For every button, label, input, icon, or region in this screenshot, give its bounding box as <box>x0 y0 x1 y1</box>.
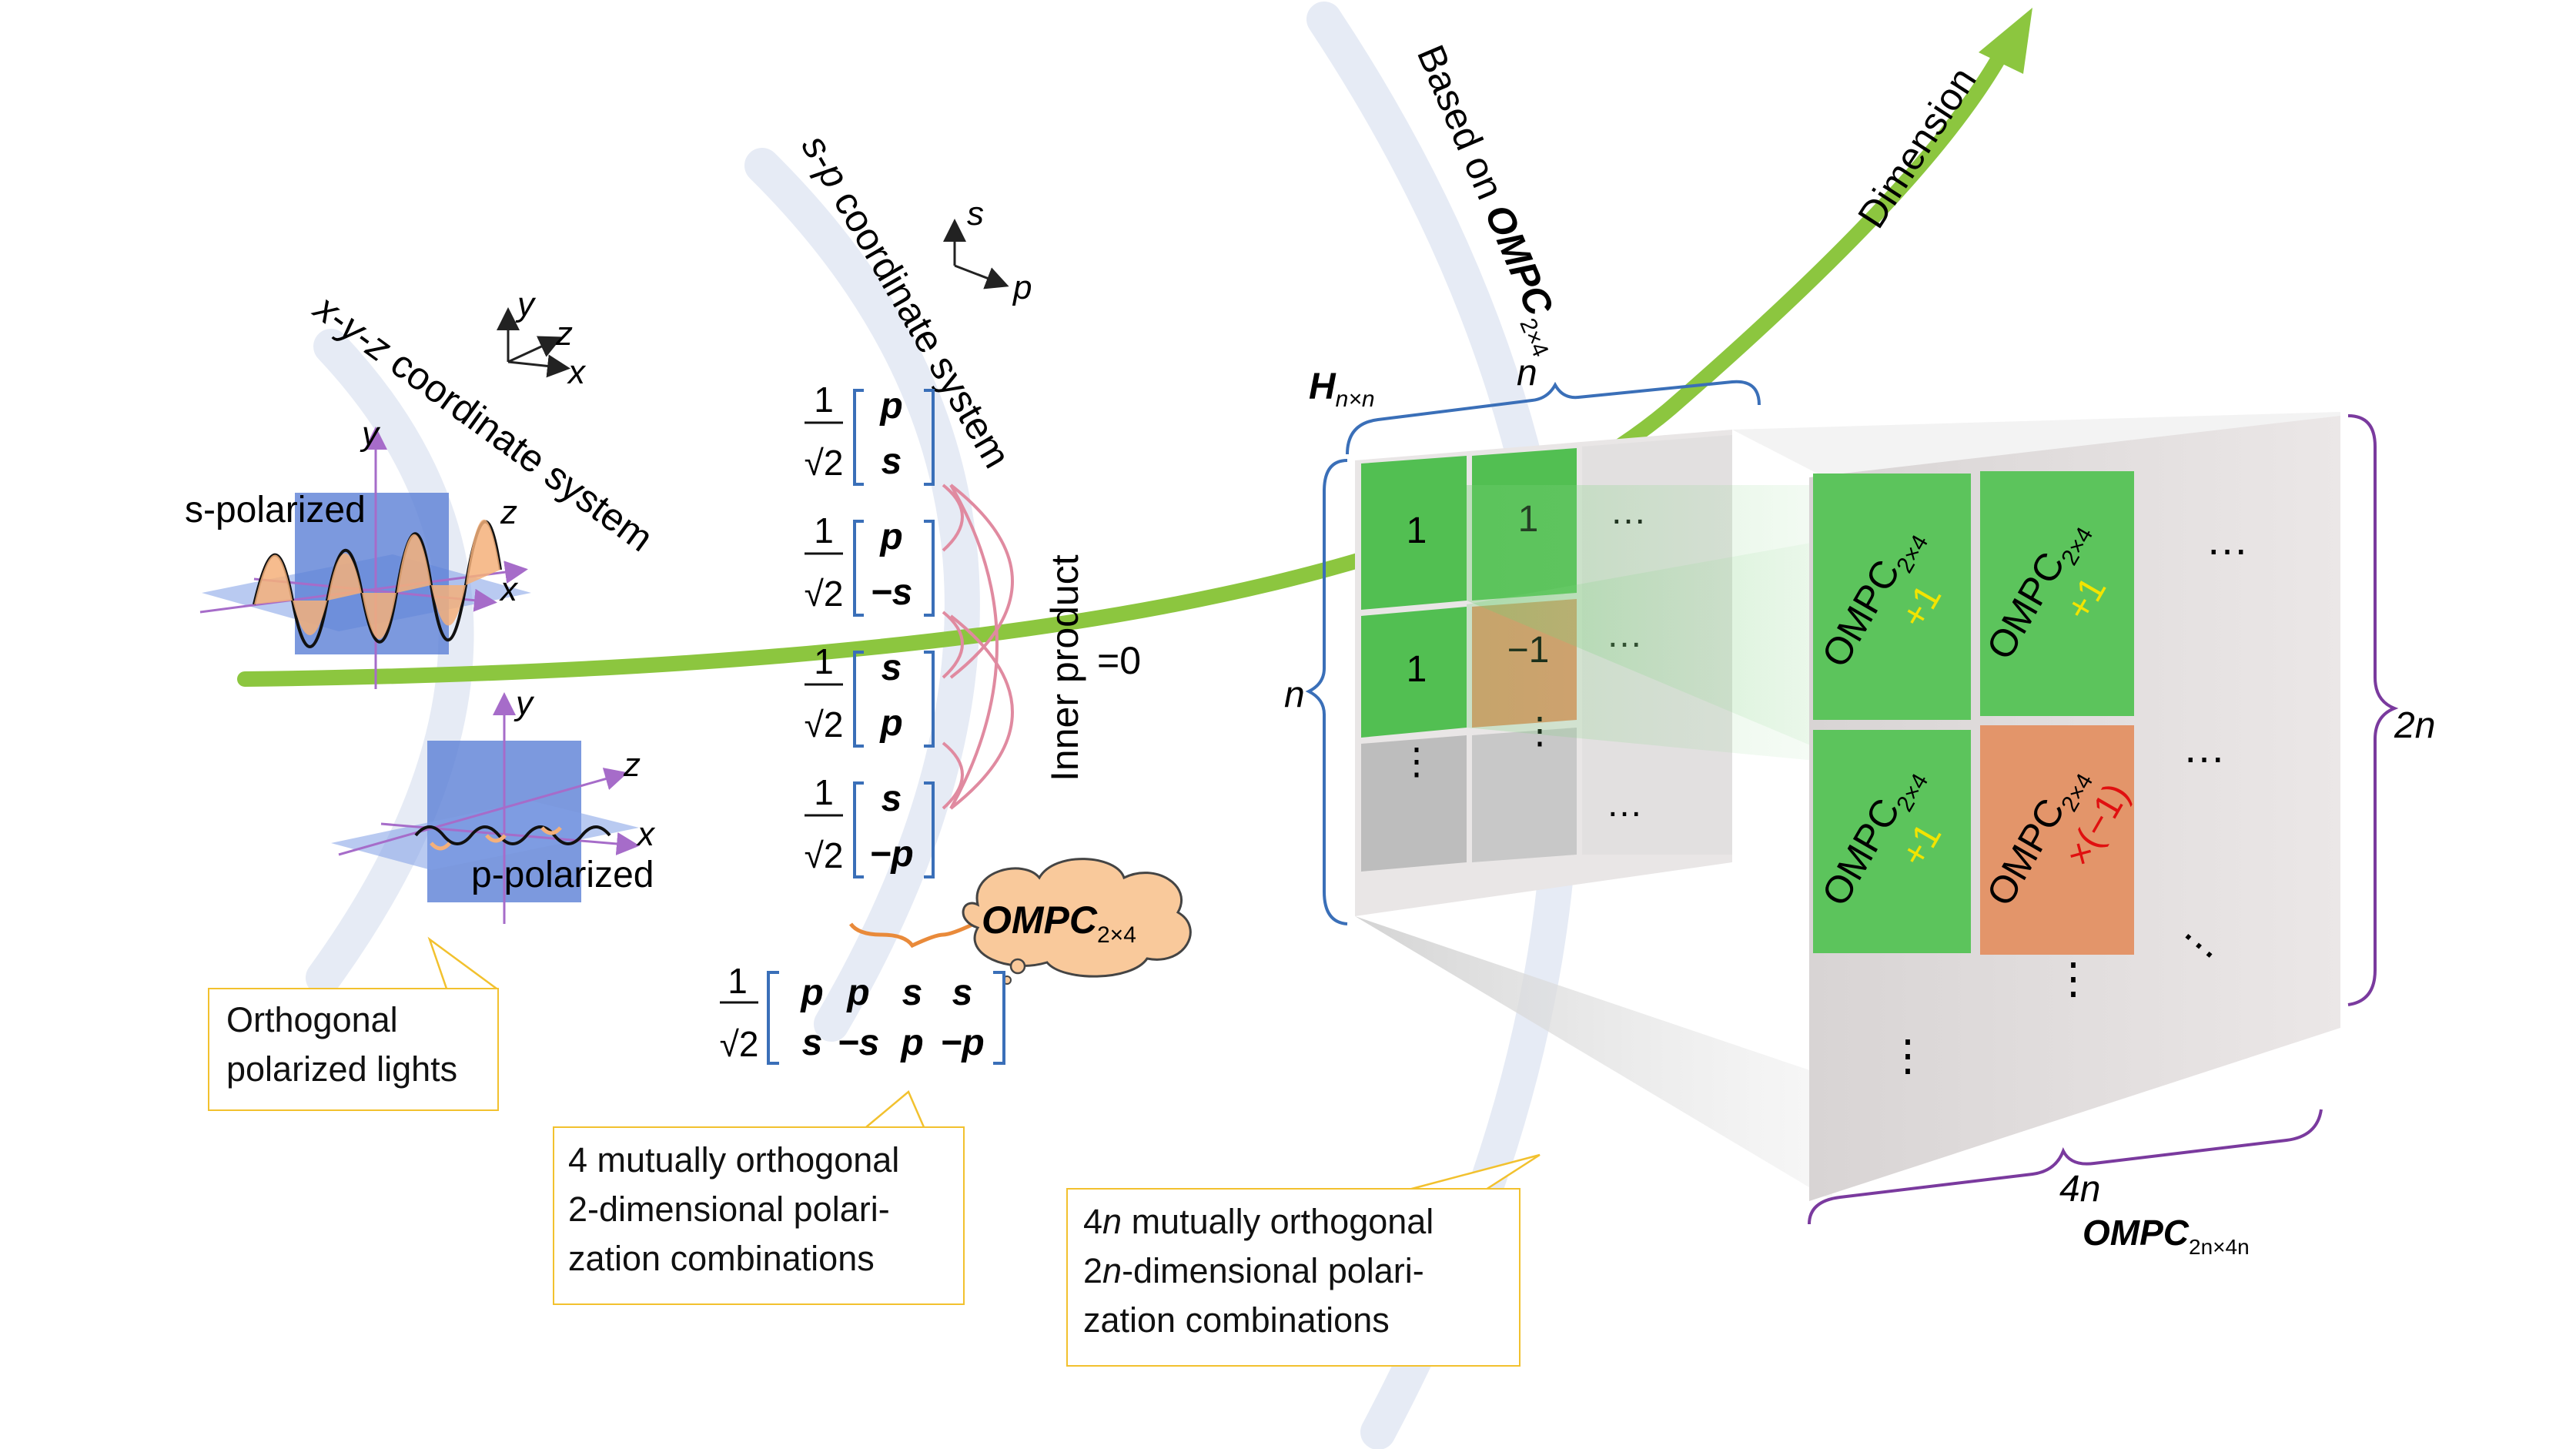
matrix-cell: s <box>802 1022 823 1063</box>
big-matrix-name: OMPC2n×4n <box>2083 1213 2250 1259</box>
polarization-vector: 1 √2 ps <box>805 380 935 486</box>
vector-top: s <box>882 778 902 819</box>
callout-line: Orthogonal <box>226 1000 398 1039</box>
hadamard-dim-top: n <box>1517 353 1537 393</box>
vector-coef-den: √2 <box>805 443 844 483</box>
ompc-cloud <box>962 858 1192 985</box>
big-bottom-bracket <box>1808 1109 2323 1225</box>
matrix-cell: −s <box>838 1022 880 1063</box>
big-dim-right: 2n <box>2394 705 2435 746</box>
vector-bottom: −p <box>869 834 913 875</box>
callout-line: polarized lights <box>226 1049 458 1089</box>
vector-coef-den: √2 <box>805 574 844 614</box>
vector-top: p <box>878 517 902 557</box>
inner-product-label: Inner product <box>1043 554 1086 781</box>
callout-tails <box>427 936 1541 1191</box>
svg-text:…: … <box>2183 723 2226 771</box>
big-ompc-matrix <box>1809 416 2340 1201</box>
vector-top: p <box>878 386 902 427</box>
hadamard-name: Hn×n <box>1309 366 1375 412</box>
callout-line: 4n mutually orthogonal <box>1083 1202 1434 1241</box>
big-right-bracket <box>2347 414 2399 1006</box>
projection-beams <box>1355 412 2340 1201</box>
sp-axis-p: p <box>1012 269 1032 306</box>
p-wave-axis-y: y <box>514 684 535 722</box>
callout-line: 2n-dimensional polari- <box>1083 1251 1424 1290</box>
vector-coef-num: 1 <box>814 510 834 550</box>
matrix-coef-num: 1 <box>728 961 748 1001</box>
svg-text:…: … <box>2206 515 2249 564</box>
orthogonal-lights-callout: Orthogonal polarized lights <box>208 988 499 1111</box>
matrix-cell: p <box>899 1022 923 1063</box>
matrix-cell: s <box>902 972 923 1013</box>
vector-coef-num: 1 <box>814 772 834 812</box>
hadamard-cell: 1 <box>1407 510 1427 551</box>
inner-product-value: =0 <box>1097 639 1141 682</box>
polarization-vector: 1 √2 s −p <box>805 772 935 878</box>
callout-line: 2-dimensional polari- <box>568 1190 890 1229</box>
vector-coef-den: √2 <box>805 704 844 745</box>
xyz-axes-icon <box>497 307 570 378</box>
orange-brace <box>848 922 975 949</box>
vector-coef-den: √2 <box>805 835 844 875</box>
s-wave-axis-z: z <box>500 494 517 531</box>
svg-text:⋮: ⋮ <box>2052 954 2095 1002</box>
matrix-cell: −p <box>940 1022 984 1063</box>
vector-coef-num: 1 <box>814 641 834 681</box>
callout-line: zation combinations <box>568 1239 875 1278</box>
vector-bottom: s <box>882 441 902 482</box>
vector-bottom: −s <box>871 572 913 613</box>
vector-coef-num: 1 <box>814 380 834 420</box>
sp-axes-icon <box>943 219 1009 289</box>
vector-bottom: p <box>878 703 902 744</box>
p-wave-axis-x: x <box>636 815 656 853</box>
p-polarized-label: p-polarized <box>471 855 654 895</box>
hadamard-dim-left: n <box>1284 674 1305 715</box>
callout-line: zation combinations <box>1083 1300 1390 1340</box>
xyz-axis-z: z <box>555 315 573 353</box>
p-wave-axis-z: z <box>623 746 641 784</box>
cloud-label: OMPC2×4 <box>982 899 1136 948</box>
s-wave-axis-x: x <box>499 571 519 608</box>
vector-top: s <box>882 648 902 688</box>
arc-xyz <box>306 329 474 996</box>
hadamard-cell: ⋮ <box>1398 741 1435 782</box>
matrix-cell: p <box>845 972 869 1013</box>
matrix-coef-den: √2 <box>720 1024 759 1064</box>
callout-line: 4 mutually orthogonal <box>568 1140 900 1180</box>
s-wave-axis-y: y <box>360 415 381 453</box>
polarization-vector: 1 √2 sp <box>805 641 935 748</box>
big-dim-bottom: 4n <box>2059 1169 2100 1210</box>
s-polarized-label: s-polarized <box>185 490 366 530</box>
hadamard-cell: … <box>1606 784 1643 825</box>
fourn-combinations-callout: 4n mutually orthogonal 2n-dimensional po… <box>1066 1188 1521 1367</box>
matrix-cell: s <box>952 972 973 1013</box>
hadamard-cell: 1 <box>1407 649 1427 690</box>
dimension-label: Dimension <box>1849 59 1985 236</box>
four-combinations-callout: 4 mutually orthogonal 2-dimensional pola… <box>553 1126 965 1305</box>
arc-sp <box>744 148 980 1042</box>
xyz-axis-y: y <box>515 286 537 323</box>
svg-text:⋮: ⋮ <box>1886 1031 1929 1079</box>
s-polarized-wave-figure <box>199 427 531 689</box>
polarization-vector: 1 √2 p −s <box>805 510 935 617</box>
hadamard-top-bracket <box>1346 380 1761 455</box>
matrix-cell: p <box>799 972 823 1013</box>
xyz-axis-x: x <box>567 353 587 391</box>
sp-axis-s: s <box>967 195 984 233</box>
p-polarized-wave-figure <box>331 692 640 924</box>
hadamard-left-bracket <box>1305 459 1348 925</box>
inner-product-arcs <box>942 484 1014 810</box>
